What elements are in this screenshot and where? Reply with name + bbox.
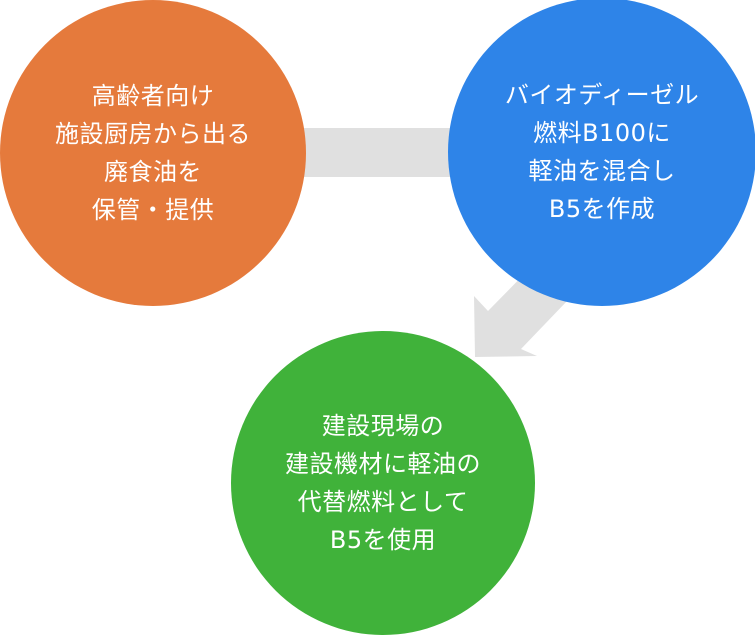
step-circle-collect-waste-oil: 高齢者向け 施設厨房から出る 廃食油を 保管・提供 (0, 0, 306, 306)
step-text: 建設現場の 建設機材に軽油の 代替燃料として B5を使用 (285, 407, 481, 559)
step-text: バイオディーゼル 燃料B100に 軽油を混合し B5を作成 (505, 76, 699, 228)
step-line: 軽油を混合し (528, 157, 676, 185)
step-line: 建設現場の (321, 412, 445, 440)
connector-bar-step1-to-step2 (300, 128, 460, 177)
step-circle-use-b5-on-site: 建設現場の 建設機材に軽油の 代替燃料として B5を使用 (231, 331, 535, 635)
step-line: B5を使用 (329, 526, 437, 554)
step-line: 保管・提供 (91, 196, 215, 224)
step-line: 廃食油を (104, 158, 202, 186)
step-line: 燃料B100に (533, 119, 671, 147)
step-line: 施設厨房から出る (55, 120, 251, 148)
step-circle-produce-b5: バイオディーゼル 燃料B100に 軽油を混合し B5を作成 (448, 0, 755, 306)
step-line: B5を作成 (548, 195, 656, 223)
step-line: 代替燃料として (297, 488, 469, 516)
step-line: 建設機材に軽油の (285, 450, 481, 478)
step-text: 高齢者向け 施設厨房から出る 廃食油を 保管・提供 (55, 77, 251, 229)
step-line: バイオディーゼル (504, 81, 700, 109)
step-line: 高齢者向け (91, 82, 215, 110)
